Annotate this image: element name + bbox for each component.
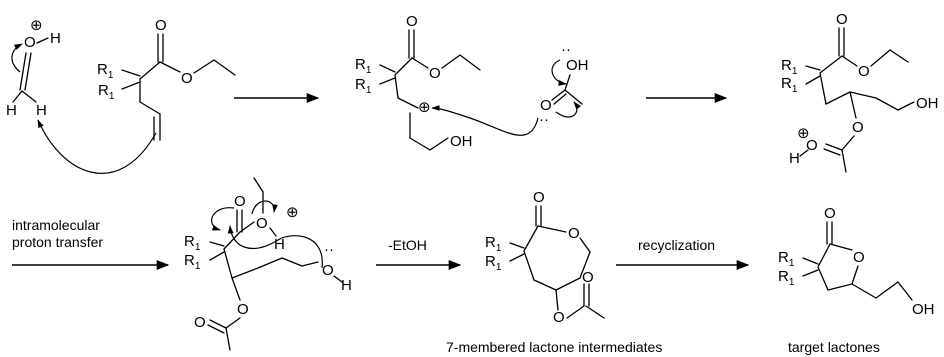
hydroxyl-label: OH [912, 301, 935, 318]
plus-charge: ⊕ [418, 99, 431, 116]
allyl-ester: R1 R1 O O [37, 17, 236, 174]
acetate-adduct: R1 R1 O O OH O O ⊕ H [781, 11, 939, 173]
arrow-label: intramolecular [12, 217, 100, 233]
ester-oxygen: O [852, 119, 864, 136]
target-lactone: R1 R1 O O OH [778, 205, 935, 318]
carbonyl-oxygen: O [582, 269, 594, 286]
seven-membered-lactone: R1 R1 O O O O [485, 189, 605, 326]
ester-oxygen: O [429, 65, 441, 82]
ring-oxygen: O [853, 249, 865, 266]
hydrogen-label: H [274, 236, 285, 253]
ester-oxygen: O [181, 70, 193, 87]
plus-charge: ⊕ [30, 17, 43, 34]
oxygen-label: O [24, 34, 36, 51]
ester-oxygen: O [237, 301, 249, 318]
carbonyl-oxygen: O [806, 137, 818, 154]
carbonyl-oxygen: O [406, 13, 418, 30]
arrow-label: recyclization [638, 237, 715, 253]
svg-text:R1: R1 [184, 233, 201, 253]
protonated-oxygen: O [256, 215, 268, 232]
carbonyl-oxygen: O [824, 205, 836, 222]
hydrogen-label: H [341, 277, 352, 294]
carbonyl-oxygen: O [194, 314, 206, 331]
svg-text:R1: R1 [485, 234, 502, 254]
arrow-label: -EtOH [388, 237, 427, 253]
svg-text:R1: R1 [184, 252, 201, 272]
svg-text:··: ·· [539, 111, 549, 128]
proton-transfer-step: intramolecular proton transfer [12, 217, 170, 271]
svg-text:R1: R1 [778, 249, 795, 269]
products-caption: target lactones [788, 339, 880, 355]
ester-oxygen: O [858, 63, 870, 80]
svg-text:R1: R1 [778, 268, 795, 288]
carbonyl-oxygen: O [540, 97, 552, 114]
svg-text:R1: R1 [97, 61, 114, 81]
hydroxyl-label: OH [916, 95, 939, 112]
protonated-formaldehyde: ⊕ O H H H [6, 17, 61, 119]
carbonyl-oxygen: O [533, 189, 545, 206]
svg-text:R1: R1 [98, 82, 115, 102]
svg-text:··: ·· [324, 241, 334, 258]
carbonyl-oxygen: O [234, 193, 246, 210]
ring-oxygen: O [568, 225, 580, 242]
hydrogen-label: H [36, 102, 47, 119]
svg-text:R1: R1 [781, 75, 798, 95]
carbonyl-oxygen: O [155, 17, 167, 34]
plus-charge: ⊕ [797, 125, 810, 142]
svg-text:··: ·· [561, 41, 571, 58]
svg-text:R1: R1 [485, 253, 502, 273]
hydrogen-label: H [6, 102, 17, 119]
oxygen-label: O [322, 262, 334, 279]
svg-text:R1: R1 [781, 57, 798, 77]
carbocation-intermediate: R1 R1 O O ⊕ OH [355, 13, 481, 151]
carbonyl-oxygen: O [836, 11, 848, 28]
arrow-label: proton transfer [12, 234, 103, 250]
intermediates-caption: 7-membered lactone intermediates [446, 339, 662, 355]
svg-text:R1: R1 [355, 76, 372, 96]
hydroxyl-label: OH [450, 133, 473, 150]
hydroxyl-label: OH [566, 57, 589, 74]
hydrogen-label: H [789, 150, 800, 167]
plus-charge: ⊕ [286, 204, 299, 221]
protonated-ester-intermediate: R1 R1 O O ⊕ H ·· O H O O [184, 177, 352, 351]
hydrogen-label: H [50, 30, 61, 47]
acetic-acid: ·· OH O ·· [539, 41, 589, 128]
ester-oxygen: O [553, 309, 565, 326]
svg-text:R1: R1 [355, 56, 372, 76]
